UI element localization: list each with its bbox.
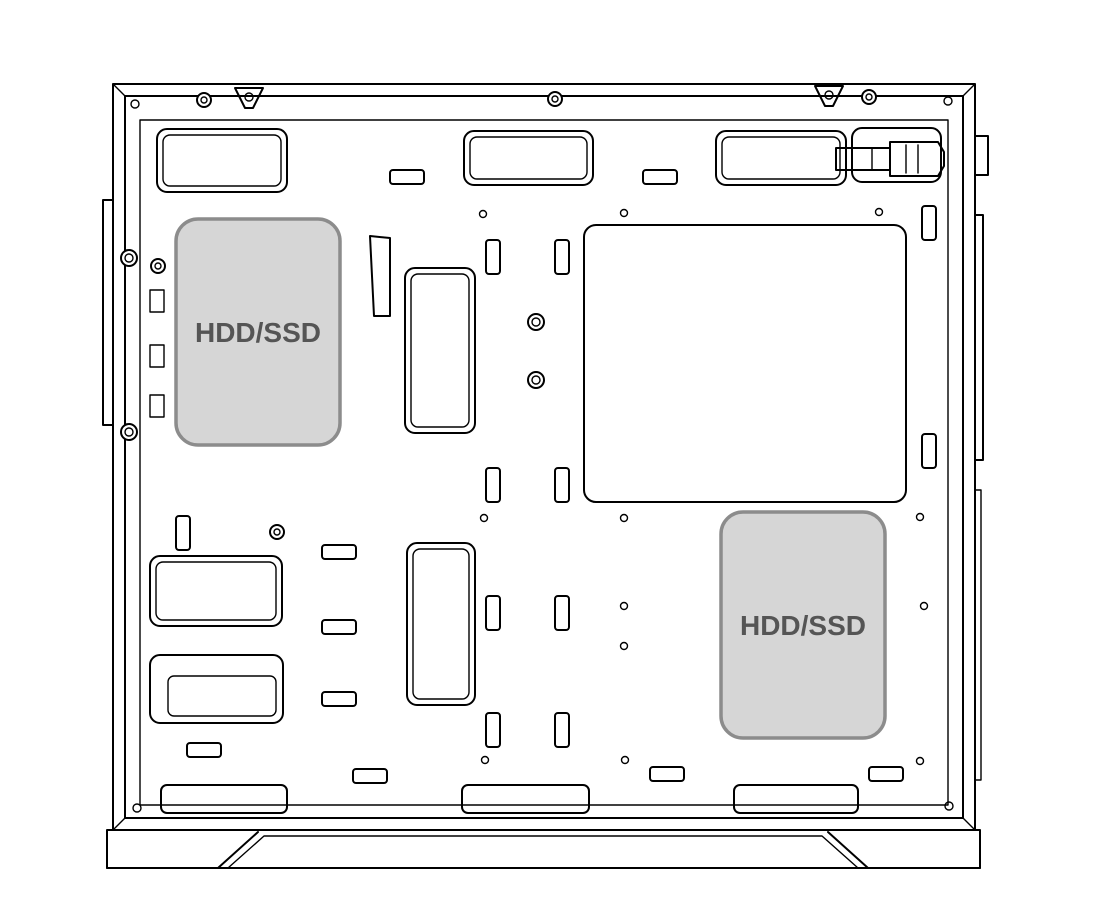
hdd-ssd-bay-left-label: HDD/SSD	[195, 317, 321, 348]
mounting-holes	[120, 89, 954, 813]
standoff-holes	[478, 207, 929, 766]
cable-cutouts	[149, 127, 942, 814]
top-brackets	[234, 85, 844, 109]
hdd-ssd-bay-left: HDD/SSD	[174, 217, 342, 447]
hdd-ssd-bay-left-box	[174, 217, 342, 447]
hdd-ssd-bay-right-label: HDD/SSD	[740, 610, 866, 641]
rear-cable-connector	[835, 141, 945, 177]
cpu-cutout	[583, 224, 907, 503]
strap-slots	[175, 169, 937, 784]
hdd-ssd-bay-right: HDD/SSD	[719, 510, 887, 740]
case-base	[106, 829, 981, 869]
hdd-ssd-bay-right-box	[719, 510, 887, 740]
